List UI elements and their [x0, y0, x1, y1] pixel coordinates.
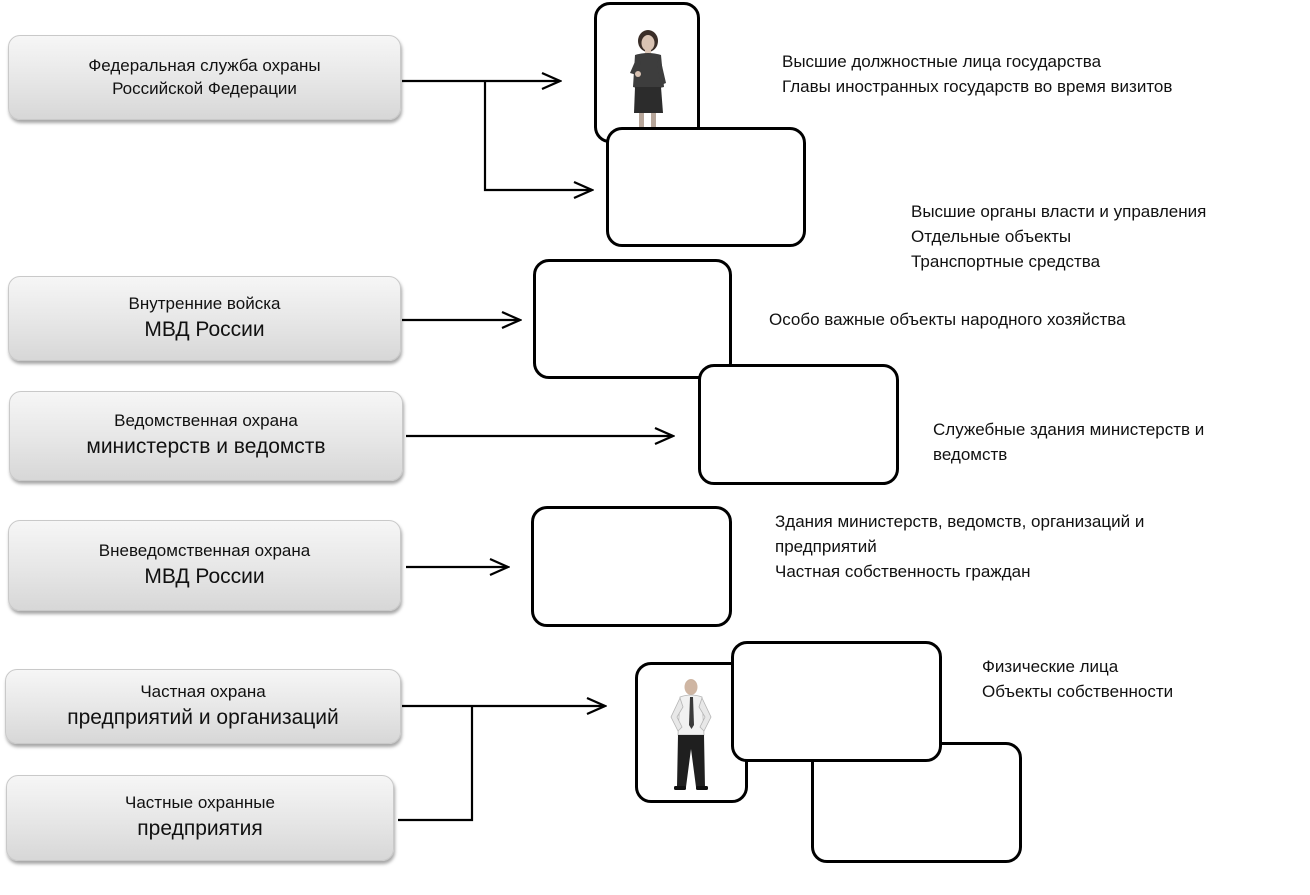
description-non-departmental: Здания министерств, ведомств, организаци… [775, 509, 1144, 584]
source-label-line1: Федеральная служба охраны [88, 55, 321, 75]
source-label-line2: Российской Федерации [112, 78, 297, 98]
source-label-line2: предприятий и организаций [67, 705, 339, 729]
description-line: Отдельные объекты [911, 227, 1072, 246]
description-line: Транспортные средства [911, 252, 1101, 271]
source-label-line2: министерств и ведомств [86, 435, 326, 459]
connector-private-merge [398, 706, 474, 822]
target-frame-fso-person [594, 2, 700, 143]
source-label-line1: Ведомственная охрана [114, 411, 298, 431]
target-frame-departmental [698, 364, 899, 485]
source-box-fso: Федеральная служба охраны Российской Фед… [8, 35, 401, 120]
description-line: Особо важные объекты народного хозяйства [769, 310, 1126, 329]
source-label-line1: Внутренние войска [128, 293, 281, 313]
woman-figure-icon [630, 30, 666, 135]
description-line: Высшие органы власти и управления [911, 202, 1207, 221]
source-box-departmental-security: Ведомственная охрана министерств и ведом… [9, 391, 403, 481]
arrow-fso-branch [483, 81, 592, 190]
source-box-non-departmental-security: Вневедомственная охрана МВД России [8, 520, 401, 611]
description-line: Здания министерств, ведомств, организаци… [775, 512, 1145, 531]
description-fso-objects: Высшие органы власти и управления Отдель… [911, 199, 1206, 274]
description-internal-troops: Особо важные объекты народного хозяйства [769, 307, 1126, 332]
description-line: Частная собственность граждан [775, 562, 1031, 581]
description-line: Главы иностранных государств во время ви… [782, 77, 1173, 96]
source-label-line2: МВД России [144, 317, 265, 341]
description-fso-persons: Высшие должностные лица государства Глав… [782, 49, 1172, 99]
target-frame-non-departmental [531, 506, 732, 627]
description-private: Физические лица Объекты собственности [982, 654, 1173, 704]
description-line: ведомств [933, 445, 1008, 464]
description-line: Высшие должностные лица государства [782, 52, 1102, 71]
target-frame-internal-troops [533, 259, 732, 379]
source-box-internal-troops: Внутренние войска МВД России [8, 276, 401, 361]
target-frame-fso-objects [606, 127, 806, 247]
source-label-line2: предприятия [137, 817, 263, 841]
description-departmental: Служебные здания министерств и ведомств [933, 417, 1204, 467]
target-frame-private-individuals [731, 641, 942, 762]
description-line: предприятий [775, 537, 877, 556]
man-figure-icon [670, 679, 712, 790]
source-label-line1: Вневедомственная охрана [98, 540, 311, 560]
source-box-private-security: Частная охрана предприятий и организаций [5, 669, 401, 744]
description-line: Физические лица [982, 657, 1119, 676]
description-line: Объекты собственности [982, 682, 1174, 701]
target-frame-private-person [635, 662, 748, 803]
source-label-line1: Частная охрана [140, 681, 266, 701]
source-label-line1: Частные охранные [125, 793, 275, 813]
source-box-private-security-companies: Частные охранные предприятия [6, 775, 394, 861]
source-label-line2: МВД России [144, 564, 265, 588]
description-line: Служебные здания министерств и [933, 420, 1205, 439]
